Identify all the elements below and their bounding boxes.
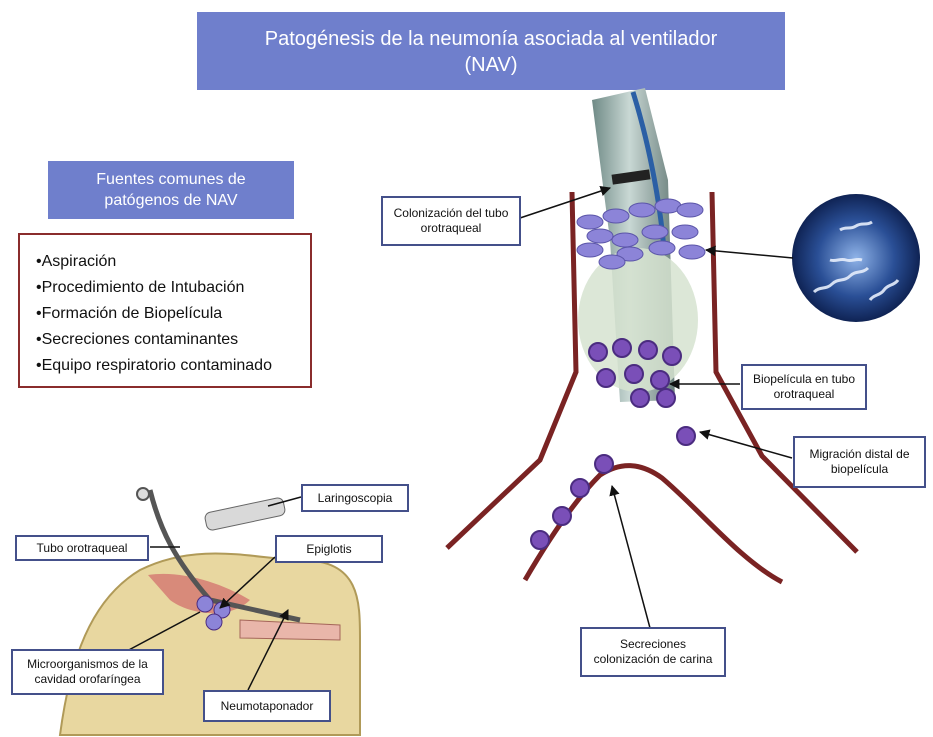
label-tubo-orotraqueal: Tubo orotraqueal	[15, 535, 149, 561]
label-line: Migración distal de	[809, 447, 909, 462]
label-line: Neumotaponador	[221, 699, 314, 714]
label-epiglotis: Epiglotis	[275, 535, 383, 563]
label-line: Tubo orotraqueal	[37, 541, 128, 556]
label-line: orotraqueal	[753, 387, 855, 402]
label-line: Epiglotis	[306, 542, 351, 557]
label-line: Colonización del tubo	[394, 206, 509, 221]
laryngoscope-handle	[204, 497, 286, 531]
label-line: orotraqueal	[394, 221, 509, 236]
label-line: colonización de carina	[594, 652, 713, 667]
label-line: Biopelícula en tubo	[753, 372, 855, 387]
label-line: cavidad orofaríngea	[27, 672, 148, 687]
label-line: Secreciones	[594, 637, 713, 652]
label-line: Laringoscopia	[318, 491, 393, 506]
label-laringoscopia: Laringoscopia	[301, 484, 409, 512]
label-line: Microorganismos de la	[27, 657, 148, 672]
label-neumotaponador: Neumotaponador	[203, 690, 331, 722]
label-line: biopelícula	[809, 462, 909, 477]
biofilm-micrograph	[792, 194, 920, 322]
